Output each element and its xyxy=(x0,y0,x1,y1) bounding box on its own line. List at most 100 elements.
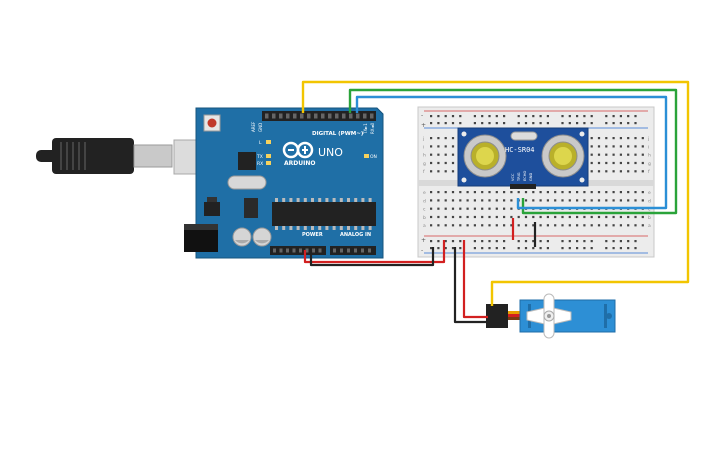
digital-header[interactable] xyxy=(262,111,376,121)
breadboard-hole xyxy=(597,145,601,148)
breadboard-hole xyxy=(459,207,462,210)
breadboard-hole xyxy=(576,122,579,125)
breadboard-hole xyxy=(568,247,571,250)
breadboard-hole xyxy=(605,199,608,202)
breadboard-hole xyxy=(510,215,513,219)
breadboard-hole xyxy=(451,215,455,219)
breadboard-hole xyxy=(590,115,593,118)
analog-header-label: ANALOG IN xyxy=(340,232,371,238)
breadboard-hole xyxy=(605,145,608,148)
breadboard-row-letter: f xyxy=(648,169,650,175)
chip-leg xyxy=(368,198,372,202)
breadboard-hole xyxy=(539,199,542,202)
breadboard-hole xyxy=(444,207,447,210)
breadboard-hole xyxy=(430,137,433,140)
breadboard-hole xyxy=(437,137,440,140)
breadboard-hole xyxy=(532,122,535,125)
breadboard-hole xyxy=(576,240,579,243)
breadboard-hole xyxy=(634,191,637,194)
breadboard-hole xyxy=(583,224,586,227)
wire-red-servo-power[interactable] xyxy=(462,240,488,319)
voltage-regulator xyxy=(204,202,220,216)
breadboard-hole xyxy=(619,240,622,243)
servo-motor[interactable] xyxy=(486,293,616,339)
header-pin xyxy=(265,113,269,119)
breadboard-hole xyxy=(583,215,586,219)
breadboard-hole xyxy=(495,215,498,219)
breadboard-hole xyxy=(488,207,491,210)
breadboard-hole xyxy=(510,207,513,210)
header-pin xyxy=(307,113,311,119)
breadboard-hole xyxy=(583,191,586,194)
breadboard-hole xyxy=(444,224,447,227)
breadboard-hole xyxy=(612,240,615,243)
breadboard-hole xyxy=(619,224,622,227)
breadboard-hole xyxy=(532,115,535,118)
breadboard-hole xyxy=(451,137,455,140)
wire-green-trig[interactable] xyxy=(348,88,678,215)
breadboard-hole xyxy=(612,224,615,227)
breadboard-hole xyxy=(488,199,491,202)
wire-black-servo-ground[interactable] xyxy=(453,247,488,324)
breadboard-hole xyxy=(495,199,498,202)
power-header[interactable] xyxy=(270,246,326,255)
breadboard-hole xyxy=(451,161,455,165)
arduino-uno-board[interactable]: AREF GND TX►1 RX◄0 DIGITAL (PWM~) UNO AR… xyxy=(184,107,384,259)
chip-leg xyxy=(296,198,300,202)
breadboard-hole xyxy=(444,115,447,118)
breadboard-hole xyxy=(437,224,440,227)
header-pin xyxy=(279,113,283,119)
breadboard-hole xyxy=(481,207,484,210)
wire-yellow-servo-signal[interactable] xyxy=(301,80,690,306)
breadboard-hole xyxy=(590,224,593,227)
wire-blue-echo[interactable] xyxy=(355,95,668,210)
breadboard-hole xyxy=(473,247,476,250)
breadboard-hole xyxy=(568,191,571,194)
usb-interface-chip xyxy=(238,152,256,170)
wire-red-5v[interactable] xyxy=(303,240,446,264)
breadboard-hole xyxy=(481,215,484,219)
breadboard-hole xyxy=(634,247,637,250)
breadboard-hole xyxy=(451,191,455,194)
breadboard-hole xyxy=(430,199,433,202)
sensor-crystal xyxy=(510,131,538,141)
breadboard-hole xyxy=(466,199,469,202)
chip-leg xyxy=(275,198,278,202)
breadboard-hole xyxy=(612,161,615,165)
analog-header[interactable] xyxy=(330,246,376,255)
breadboard-hole xyxy=(510,199,513,202)
breadboard-hole xyxy=(561,240,564,243)
breadboard-hole xyxy=(554,224,557,227)
breadboard-hole xyxy=(619,145,622,148)
crystal-oscillator xyxy=(227,175,267,190)
board-brand: ARDUINO xyxy=(284,160,315,167)
breadboard-hole xyxy=(481,199,484,202)
breadboard-hole xyxy=(576,215,579,219)
breadboard-hole xyxy=(532,191,535,194)
breadboard-hole xyxy=(444,240,447,243)
header-pin xyxy=(305,248,309,253)
led-label-tx: TX xyxy=(256,154,263,160)
breadboard-hole xyxy=(430,240,433,243)
wire-black-gnd[interactable] xyxy=(309,247,435,267)
servo-horn[interactable] xyxy=(526,293,572,339)
breadboard-hole xyxy=(641,199,644,202)
servo-connector[interactable] xyxy=(486,304,508,328)
breadboard-hole xyxy=(546,115,549,118)
breadboard-hole xyxy=(590,153,593,156)
chip-leg xyxy=(311,226,314,230)
breadboard-hole xyxy=(437,170,440,173)
chip-leg xyxy=(332,198,336,202)
chip-leg xyxy=(325,198,329,202)
breadboard-hole xyxy=(451,224,455,227)
breadboard-hole xyxy=(619,199,622,202)
sensor-pin-header[interactable] xyxy=(510,184,536,189)
breadboard-row-letter: d xyxy=(648,198,651,204)
chip-leg xyxy=(332,226,336,230)
breadboard-hole xyxy=(473,207,476,210)
breadboard-hole xyxy=(605,170,608,173)
header-pin xyxy=(321,113,325,119)
chip-leg xyxy=(339,226,343,230)
arduino-infinity-logo xyxy=(282,141,314,159)
